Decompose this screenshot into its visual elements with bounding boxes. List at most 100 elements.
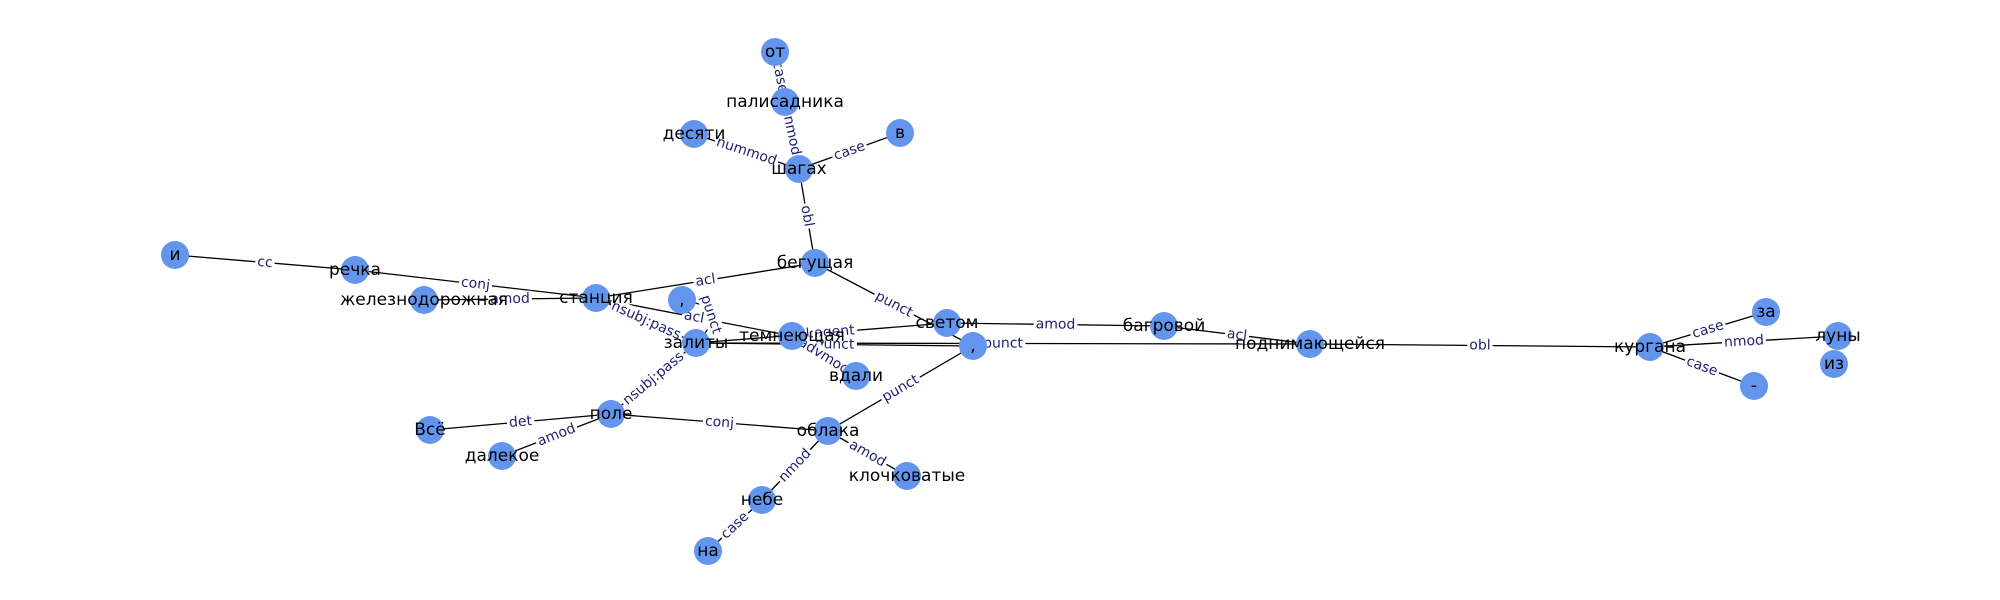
edge-label-background — [1224, 325, 1250, 345]
edge-label-background — [488, 290, 532, 308]
edge-label-group: obl — [1467, 337, 1493, 354]
node-nebe — [748, 486, 776, 514]
edge-label-group: amod — [488, 290, 532, 308]
node-rechka — [341, 256, 369, 284]
node-label-begushaya: бегущая — [777, 253, 854, 273]
node-label-pole: поле — [590, 404, 633, 424]
node-label-desyati: десяти — [663, 124, 726, 144]
edge-label-background — [1682, 352, 1722, 381]
edge-label-group: det — [506, 412, 536, 432]
edge-label: nmod — [775, 446, 814, 486]
edge-label: obl — [797, 204, 816, 228]
edge-label-background — [506, 412, 536, 432]
edge-label-background — [829, 137, 870, 165]
edge-label-group: conj — [702, 413, 737, 432]
edge-label-background — [533, 419, 580, 451]
node-label-iz: из — [1824, 354, 1844, 374]
edge-label: amod — [535, 420, 578, 449]
edge-label-background — [618, 347, 689, 410]
node-ot — [761, 38, 789, 66]
edge-label-background — [1467, 337, 1493, 354]
node-vsyo — [416, 416, 444, 444]
edge-label-background — [606, 297, 686, 344]
edge-label-background — [1033, 316, 1078, 333]
node-bagrovoy — [1150, 312, 1178, 340]
edge-label-group: conj — [458, 274, 493, 294]
edge-label: nmod — [780, 114, 804, 156]
edge-label: obl — [1469, 337, 1490, 353]
edge-label: conj — [704, 413, 734, 431]
edge-label-group: cc — [254, 253, 276, 272]
node-iz — [1820, 350, 1848, 378]
edge-label-group: nmod — [779, 112, 805, 159]
node-label-stanciya: станция — [559, 288, 633, 308]
node-comma2 — [959, 332, 987, 360]
edge-label-background — [774, 444, 816, 487]
edge-label: case — [832, 138, 868, 164]
node-oblaka — [814, 417, 842, 445]
node-label-zheleznodorozhnaya: железнодорожная — [340, 290, 508, 310]
node-label-nebe: небе — [741, 490, 784, 510]
edge-label-group: nsubj:pass — [618, 347, 689, 410]
node-palisadnika — [771, 88, 799, 116]
node-pole — [597, 400, 625, 428]
edge-label-group: case — [829, 137, 870, 165]
edge-label: nsubj:pass — [620, 348, 688, 408]
edge-label-group: case — [1682, 352, 1722, 381]
node-luny — [1824, 322, 1852, 350]
edge-label: conj — [460, 274, 491, 293]
edge-label-group: amod — [533, 419, 580, 451]
edge-label-group: acl — [692, 270, 719, 291]
node-shagah — [785, 155, 813, 183]
node-label-dash: - — [1751, 376, 1757, 396]
node-stanciya — [582, 284, 610, 312]
edge-label-group: nmod — [774, 444, 816, 487]
node-zheleznodorozhnaya — [410, 286, 438, 314]
node-label-palisadnika: палисадника — [726, 92, 844, 112]
edge-label-background — [254, 253, 276, 272]
node-label-na: на — [697, 541, 719, 561]
edge-label-group: case — [768, 57, 792, 97]
edge-label: cc — [257, 254, 274, 271]
edge-label-group: amod — [1033, 316, 1078, 333]
edge-label-group: punct — [981, 335, 1026, 352]
edge-label-group: obl — [796, 202, 818, 230]
edge-label: case — [1684, 353, 1720, 379]
edge-label-group: punct — [870, 287, 918, 323]
edge-label-background — [768, 57, 792, 97]
edge-label-group: punct — [877, 370, 924, 407]
node-zality — [682, 329, 710, 357]
node-i — [161, 241, 189, 269]
edge-label-background — [702, 413, 737, 432]
node-dalekoe — [488, 442, 516, 470]
node-label-vdali: вдали — [829, 366, 883, 386]
node-v — [886, 119, 914, 147]
edge-label-background — [1688, 316, 1728, 343]
edge-label: case — [1690, 317, 1725, 342]
node-label-rechka: речка — [329, 260, 381, 280]
edge-label-background — [870, 287, 918, 323]
node-label-kurgana: кургана — [1614, 337, 1686, 357]
edge-label: amod — [1036, 316, 1076, 333]
edge-label: nmod — [1724, 332, 1765, 350]
node-desyati — [680, 120, 708, 148]
node-label-comma2: , — [970, 336, 975, 356]
node-label-i: и — [169, 245, 180, 265]
edge-label-background — [716, 507, 754, 544]
node-temneyushaya — [778, 322, 806, 350]
node-label-oblaka: облака — [797, 421, 860, 441]
node-label-luny: луны — [1815, 326, 1860, 346]
node-begushaya — [801, 249, 829, 277]
node-label-ot: от — [765, 42, 785, 62]
node-label-svetom: светом — [916, 313, 979, 333]
node-label-v: в — [895, 123, 905, 143]
node-svetom — [933, 309, 961, 337]
node-za — [1752, 298, 1780, 326]
node-dash — [1740, 372, 1768, 400]
node-label-klochkovatye: клочковатые — [849, 466, 965, 486]
edge-label-background — [981, 335, 1026, 352]
node-label-comma1: , — [679, 290, 684, 310]
nodes-layer — [161, 38, 1852, 565]
